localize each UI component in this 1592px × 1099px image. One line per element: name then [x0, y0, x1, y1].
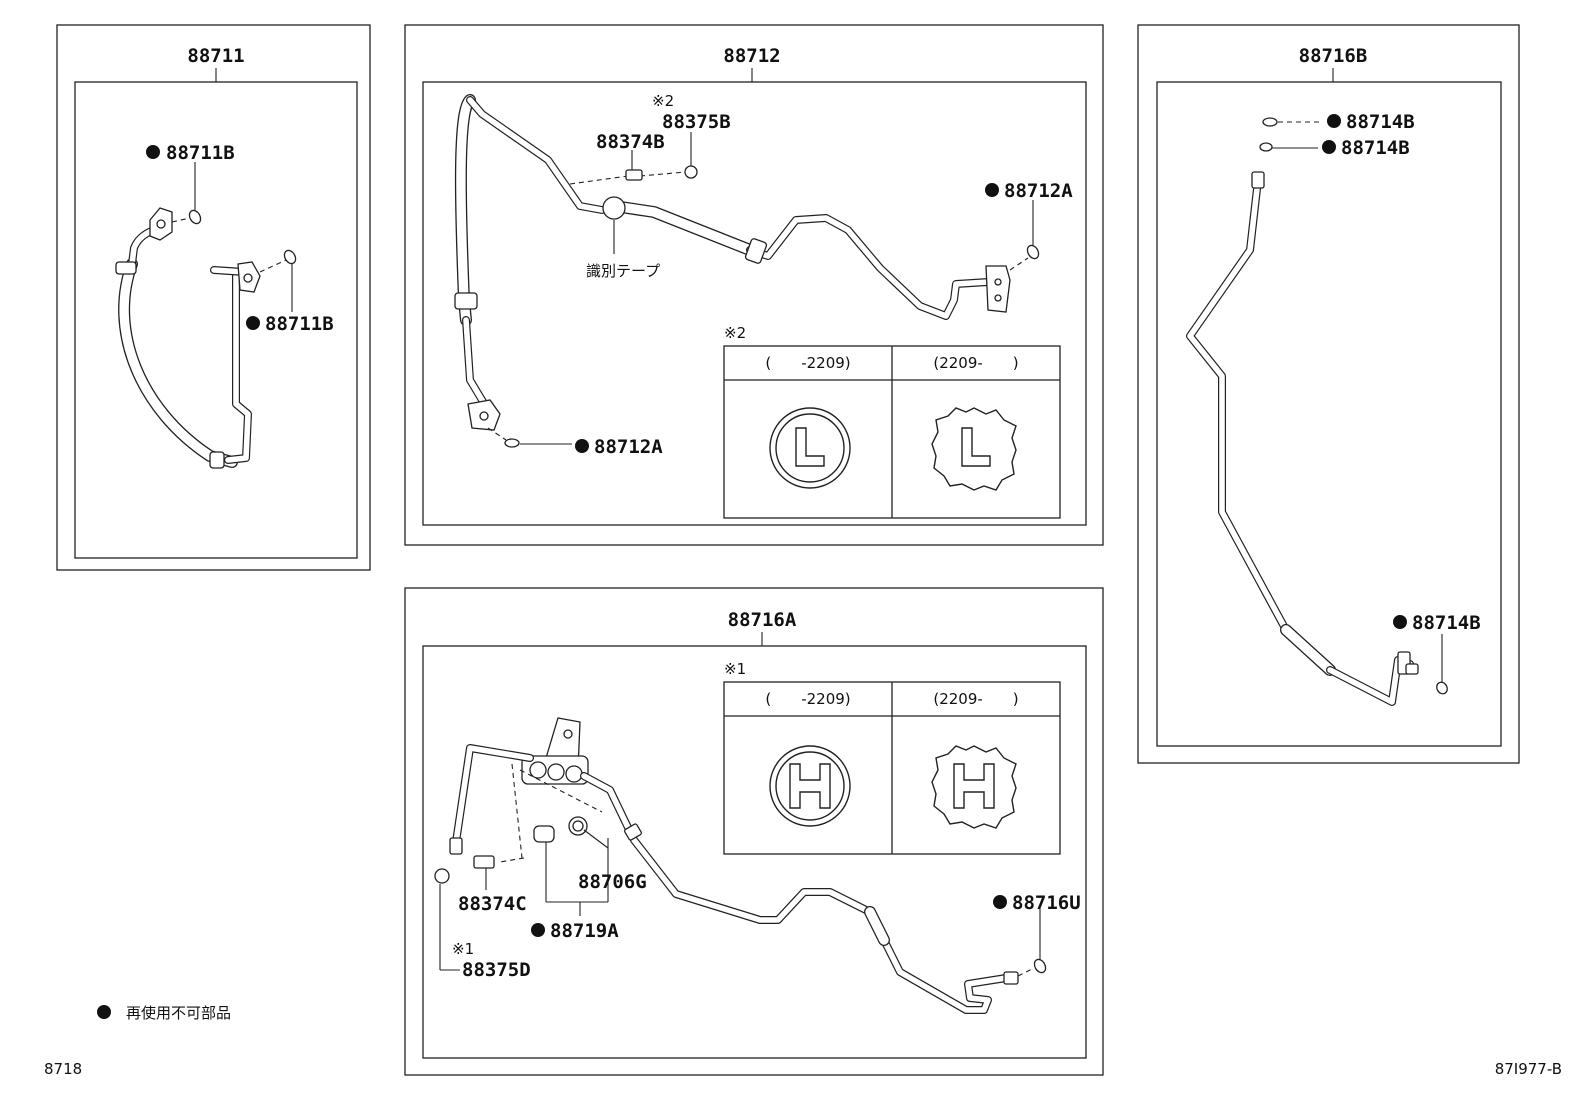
- table1-col1-header: ( -2209): [765, 690, 850, 708]
- footer-right-code: 87I977-B: [1495, 1060, 1562, 1078]
- box-88716A: 88716A 88716U 8: [404, 587, 1104, 1076]
- legend: 再使用不可部品: [97, 1004, 231, 1022]
- emblem-L-old: [769, 407, 851, 489]
- label-identification-tape: 識別テープ: [586, 262, 660, 280]
- box-88712-title: 88712: [723, 45, 780, 67]
- box-88716A-title: 88716A: [728, 609, 797, 631]
- label-88711B-bottom: 88711B: [265, 313, 334, 335]
- table2-mark: ※2: [724, 324, 746, 342]
- label-88374B: 88374B: [596, 131, 665, 153]
- emblem-L-new: [931, 407, 1017, 491]
- box-88712: 88712 88712A 88712A: [404, 24, 1104, 546]
- label-88375B: 88375B: [662, 111, 731, 133]
- label-88714B-3: 88714B: [1412, 612, 1481, 634]
- label-88716U: 88716U: [1012, 892, 1081, 914]
- label-88711B-top: 88711B: [166, 142, 235, 164]
- label-88714B-2: 88714B: [1341, 137, 1410, 159]
- emblem-H-new: [931, 745, 1017, 829]
- box-88716B: 88716B 88714B 88714B 88714B: [1137, 24, 1520, 764]
- label-88706G: 88706G: [578, 871, 647, 893]
- label-88375D-mark: ※1: [452, 940, 474, 958]
- label-88375B-mark: ※2: [652, 92, 674, 110]
- label-88712A-bottom: 88712A: [594, 436, 663, 458]
- label-88712A-top: 88712A: [1004, 180, 1073, 202]
- table2-col2-header: (2209- ): [933, 354, 1018, 372]
- box-88711: 88711 88711B 88711B: [56, 24, 371, 571]
- legend-text: 再使用不可部品: [126, 1004, 231, 1022]
- table1-mark: ※1: [724, 660, 746, 678]
- table2-col1-header: ( -2209): [765, 354, 850, 372]
- label-88374C: 88374C: [458, 893, 527, 915]
- table1-col2-header: (2209- ): [933, 690, 1018, 708]
- box-88711-title: 88711: [187, 45, 244, 67]
- footer-left-code: 8718: [44, 1060, 82, 1078]
- label-88375D: 88375D: [462, 959, 531, 981]
- label-88714B-1: 88714B: [1346, 111, 1415, 133]
- label-88719A: 88719A: [550, 920, 619, 942]
- emblem-H-old: [769, 745, 851, 827]
- box-88716B-title: 88716B: [1299, 45, 1368, 67]
